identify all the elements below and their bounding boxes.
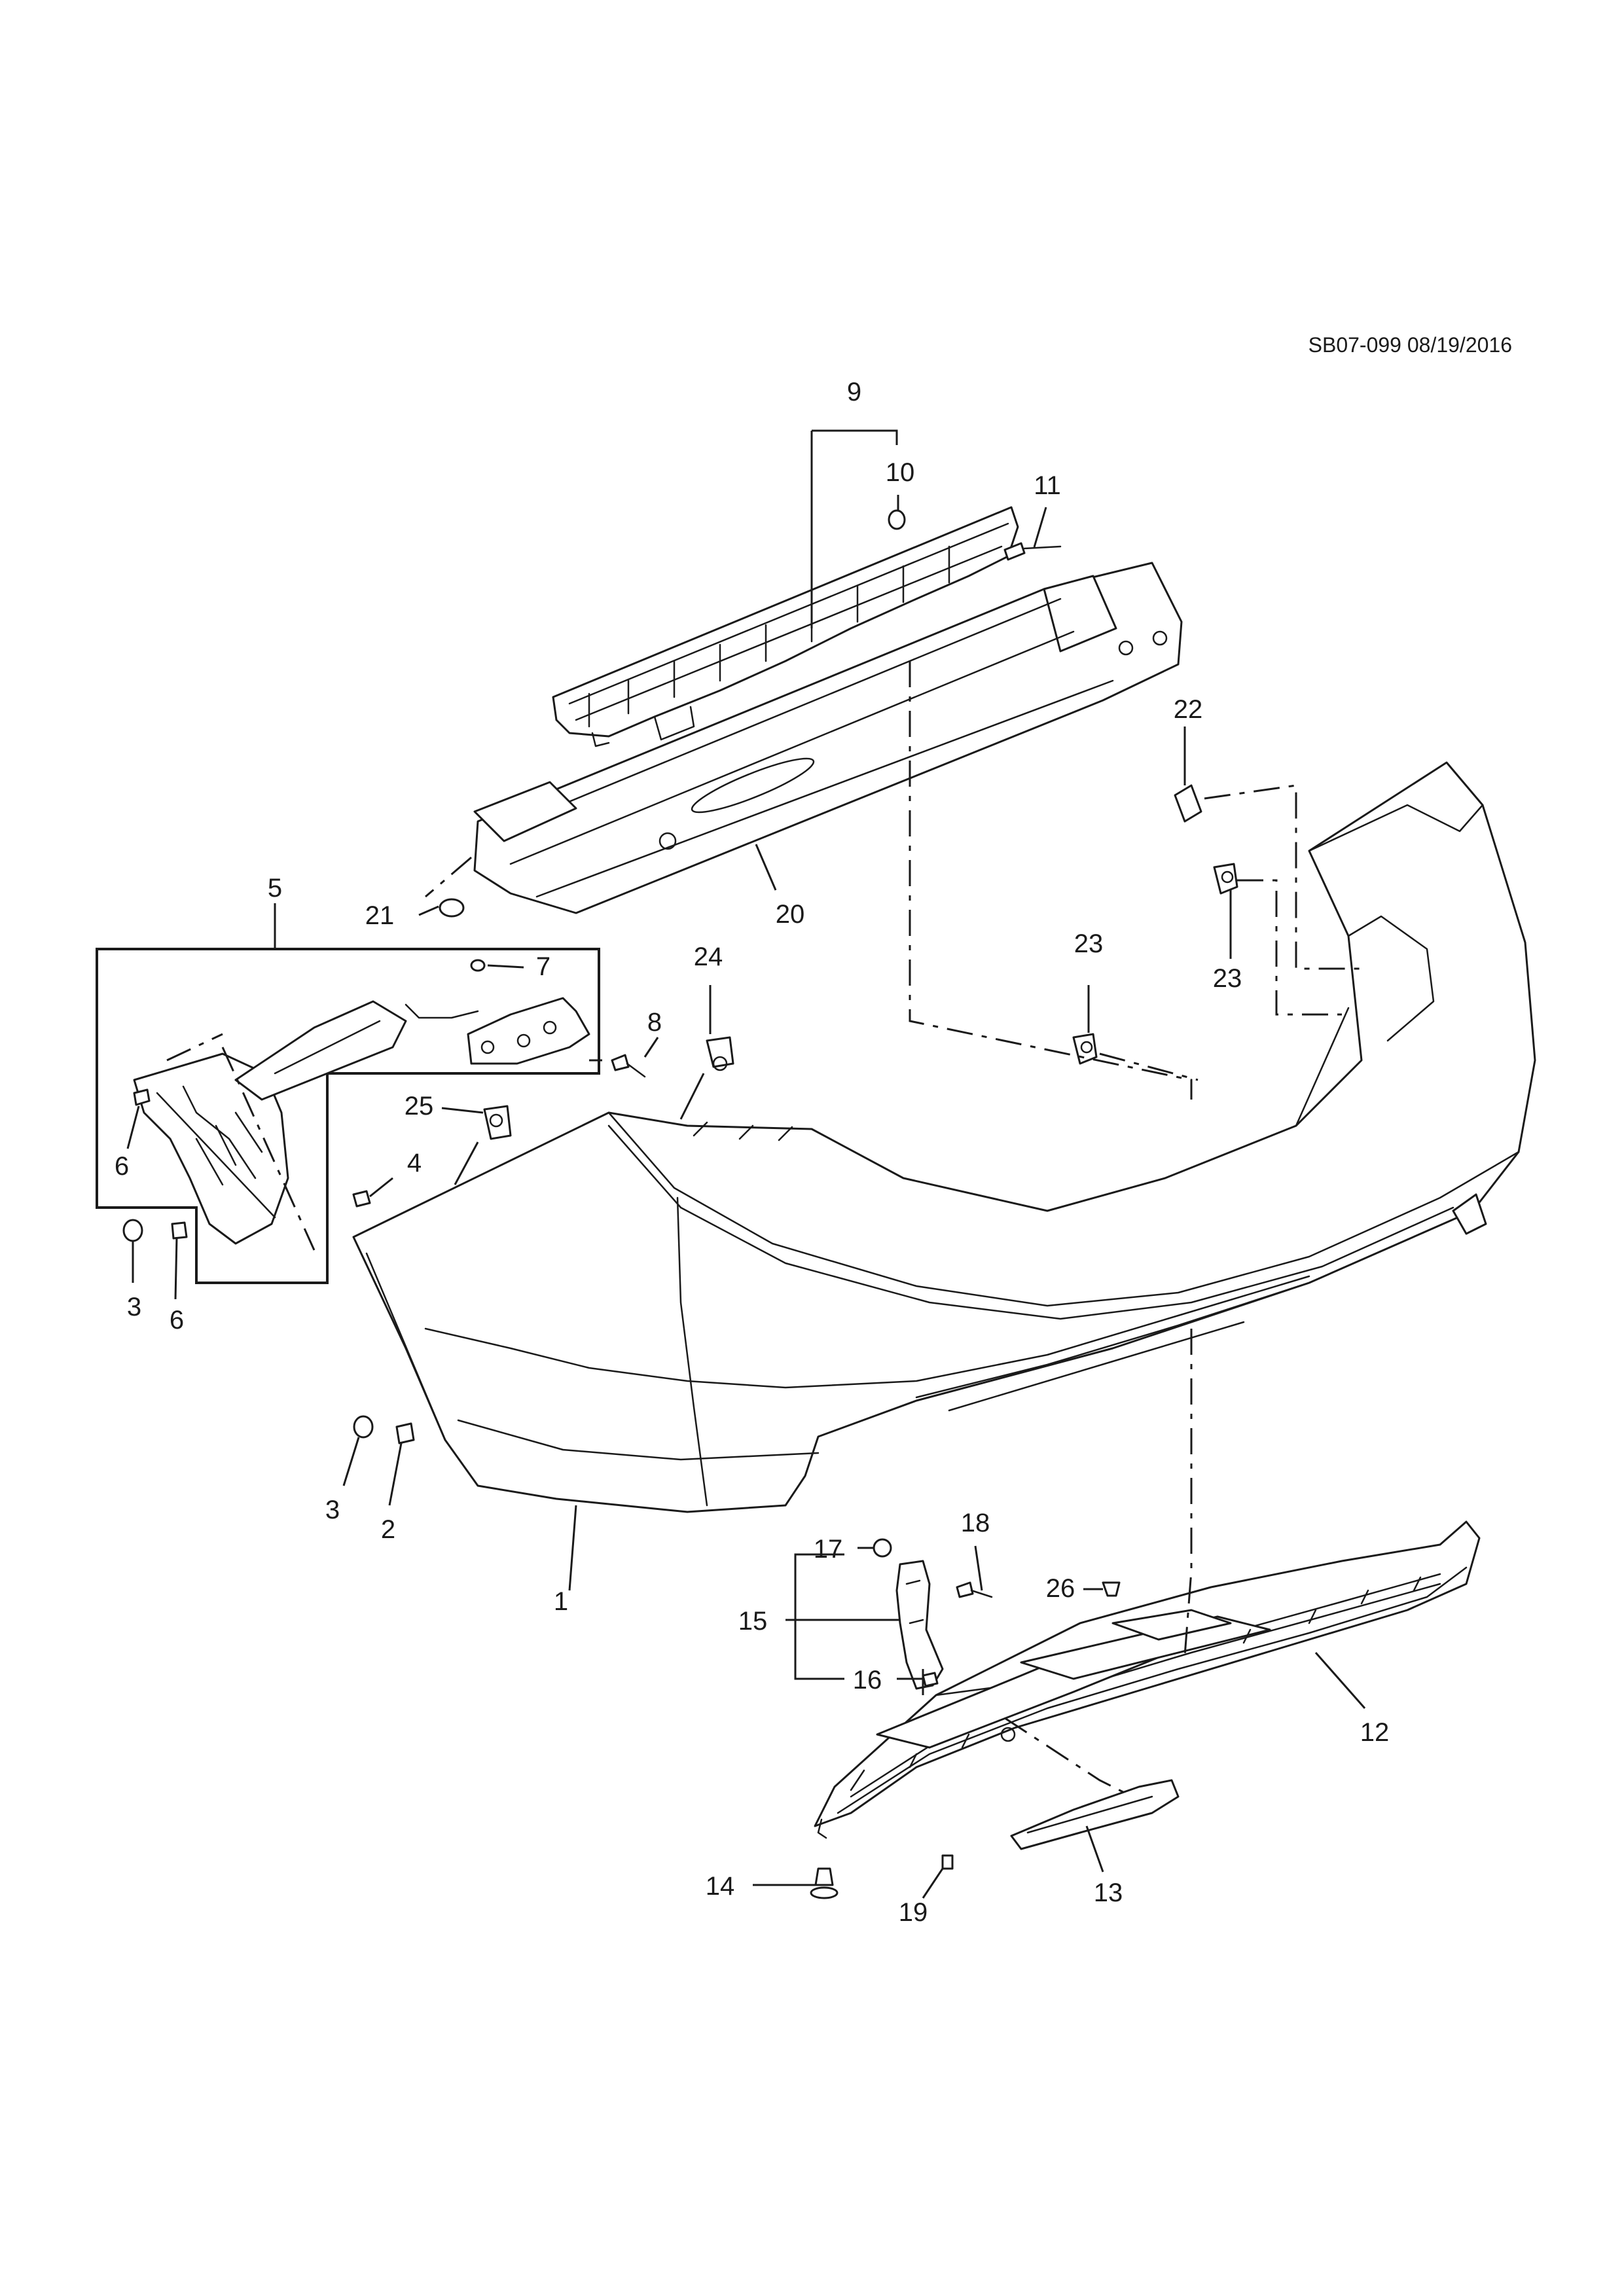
callout-24: 24 [694,942,723,971]
callout-25: 25 [405,1092,434,1121]
callout-23a: 23 [1074,929,1104,958]
callout-3a: 3 [127,1293,141,1321]
callout-10: 10 [886,458,915,487]
callout-18: 18 [961,1509,990,1537]
callout-14: 14 [706,1872,735,1901]
left-side-bracket [133,1000,479,1245]
assembly-lines [166,661,1362,1795]
side-bracket [895,1560,944,1690]
callout-11: 11 [1034,471,1061,500]
right-side-bracket [467,997,590,1065]
callout-20: 20 [776,900,805,929]
reflector-trim-strip [1010,1779,1180,1850]
callout-7: 7 [536,952,550,981]
callout-2: 2 [381,1515,395,1544]
callout-3b: 3 [325,1496,340,1524]
callout-8: 8 [647,1008,662,1037]
callout-15: 15 [738,1607,768,1636]
reference-code: SB07-099 08/19/2016 [1308,333,1512,357]
callout-4: 4 [407,1149,422,1177]
callout-1: 1 [554,1587,568,1616]
callout-5: 5 [268,874,282,903]
bracket-assembly-box [96,948,600,1284]
callout-26: 26 [1046,1574,1075,1603]
leader-lines [126,429,1366,1899]
callout-6a: 6 [115,1152,129,1181]
callout-23b: 23 [1213,964,1242,993]
callout-13: 13 [1094,1878,1123,1907]
callout-17: 17 [814,1535,843,1564]
callout-12: 12 [1360,1718,1390,1747]
rear-bumper-fascia [352,761,1536,1513]
callout-19: 19 [899,1898,928,1927]
callout-21: 21 [365,901,395,930]
energy-absorber [552,506,1019,747]
callout-6b: 6 [170,1306,184,1335]
lower-fascia-panel [814,1520,1481,1839]
callout-22: 22 [1174,695,1203,724]
callout-9: 9 [847,378,861,406]
callout-labels: 1 2 3 3 4 5 6 6 7 8 9 10 11 12 13 14 15 … [115,378,1389,1927]
fastener-parts [122,509,1238,1899]
callout-16: 16 [853,1666,882,1695]
bumper-reinforcement-beam [473,562,1183,914]
